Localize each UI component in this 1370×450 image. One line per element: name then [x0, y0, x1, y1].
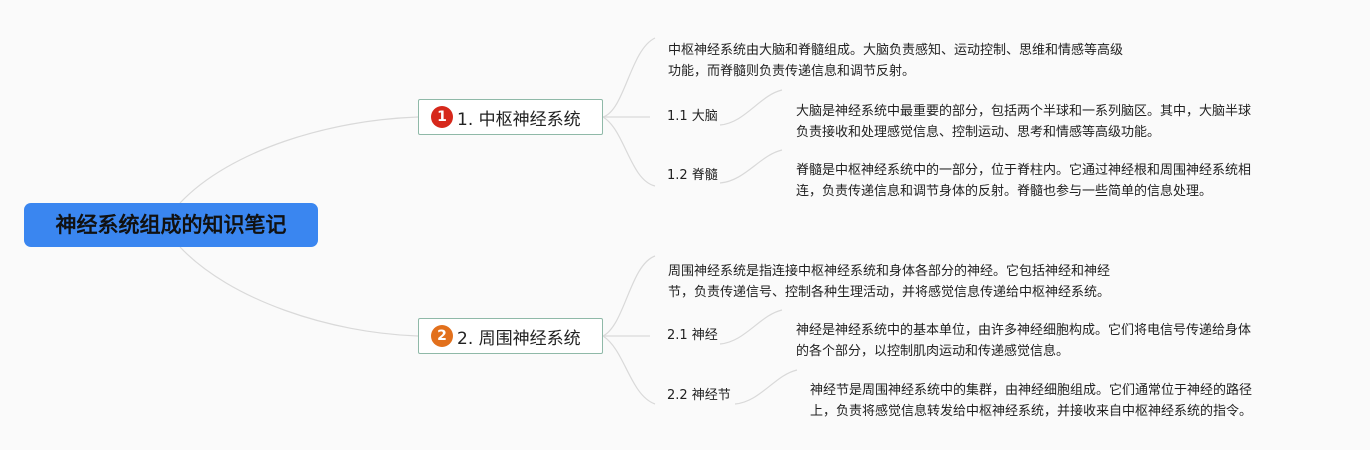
- connector-b1-summary: [602, 37, 656, 118]
- subtopic-2-1-detail[interactable]: 神经是神经系统中的基本单位，由许多神经细胞构成。它们将电信号传递给身体 的各个部…: [796, 320, 1251, 362]
- connector-b1-child2: [602, 116, 656, 187]
- summary-line: 中枢神经系统由大脑和脊髓组成。大脑负责感知、运动控制、思维和情感等高级: [668, 43, 1124, 58]
- root-topic[interactable]: 神经系统组成的知识笔记: [24, 203, 318, 247]
- branch-1-summary[interactable]: 中枢神经系统由大脑和脊髓组成。大脑负责感知、运动控制、思维和情感等高级 功能，而…: [668, 40, 1123, 82]
- connector-b1c1-text: [719, 89, 783, 126]
- detail-line: 上，负责将感觉信息转发给中枢神经系统，并接收来自中枢神经系统的指令。: [810, 404, 1253, 419]
- detail-line: 脊髓是中枢神经系统中的一部分，位于脊柱内。它通过神经根和周围神经系统相: [796, 163, 1252, 178]
- connector-b2c2-text: [734, 369, 798, 405]
- connector-b2-summary: [602, 255, 656, 337]
- connector-root-branch-1: [179, 116, 419, 204]
- branch-2-summary[interactable]: 周围神经系统是指连接中枢神经系统和身体各部分的神经。它包括神经和神经 节，负责传…: [668, 261, 1110, 303]
- connector-b2c1-text: [719, 309, 783, 345]
- subtopic-1-2-label[interactable]: 1.2 脊髓: [667, 168, 718, 183]
- branch-title: 1. 中枢神经系统: [457, 109, 581, 130]
- branch-topic-2[interactable]: 2 2. 周围神经系统: [418, 318, 603, 354]
- detail-line: 神经是神经系统中的基本单位，由许多神经细胞构成。它们将电信号传递给身体: [796, 323, 1252, 338]
- summary-line: 节，负责传递信号、控制各种生理活动，并将感觉信息传递给中枢神经系统。: [668, 285, 1111, 300]
- detail-line: 神经节是周围神经系统中的集群，由神经细胞组成。它们通常位于神经的路径: [810, 383, 1253, 398]
- priority-1-icon: 1: [431, 106, 453, 128]
- subtopic-1-1-label[interactable]: 1.1 大脑: [667, 109, 718, 124]
- detail-line: 连，负责传递信息和调节身体的反射。脊髓也参与一些简单的信息处理。: [796, 184, 1213, 199]
- subtopic-2-1-label[interactable]: 2.1 神经: [667, 328, 718, 343]
- connector-root-branch-2: [179, 246, 419, 337]
- detail-line: 负责接收和处理感觉信息、控制运动、思考和情感等高级功能。: [796, 125, 1161, 140]
- priority-2-icon: 2: [431, 325, 453, 347]
- subtopic-1-2-detail[interactable]: 脊髓是中枢神经系统中的一部分，位于脊柱内。它通过神经根和周围神经系统相 连，负责…: [796, 160, 1251, 202]
- branch-topic-1[interactable]: 1 1. 中枢神经系统: [418, 99, 603, 135]
- detail-line: 大脑是神经系统中最重要的部分，包括两个半球和一系列脑区。其中，大脑半球: [796, 104, 1252, 119]
- connector-b1c2-text: [719, 149, 783, 184]
- root-title: 神经系统组成的知识笔记: [55, 213, 287, 237]
- detail-line: 的各个部分，以控制肌肉运动和传递感觉信息。: [796, 344, 1070, 359]
- connector-b2-child2: [602, 335, 656, 405]
- branch-title: 2. 周围神经系统: [457, 328, 581, 349]
- summary-line: 功能，而脊髓则负责传递信息和调节反射。: [668, 64, 916, 79]
- summary-line: 周围神经系统是指连接中枢神经系统和身体各部分的神经。它包括神经和神经: [668, 264, 1111, 279]
- subtopic-2-2-label[interactable]: 2.2 神经节: [667, 388, 731, 403]
- subtopic-1-1-detail[interactable]: 大脑是神经系统中最重要的部分，包括两个半球和一系列脑区。其中，大脑半球 负责接收…: [796, 101, 1251, 143]
- subtopic-2-2-detail[interactable]: 神经节是周围神经系统中的集群，由神经细胞组成。它们通常位于神经的路径 上，负责将…: [810, 380, 1252, 422]
